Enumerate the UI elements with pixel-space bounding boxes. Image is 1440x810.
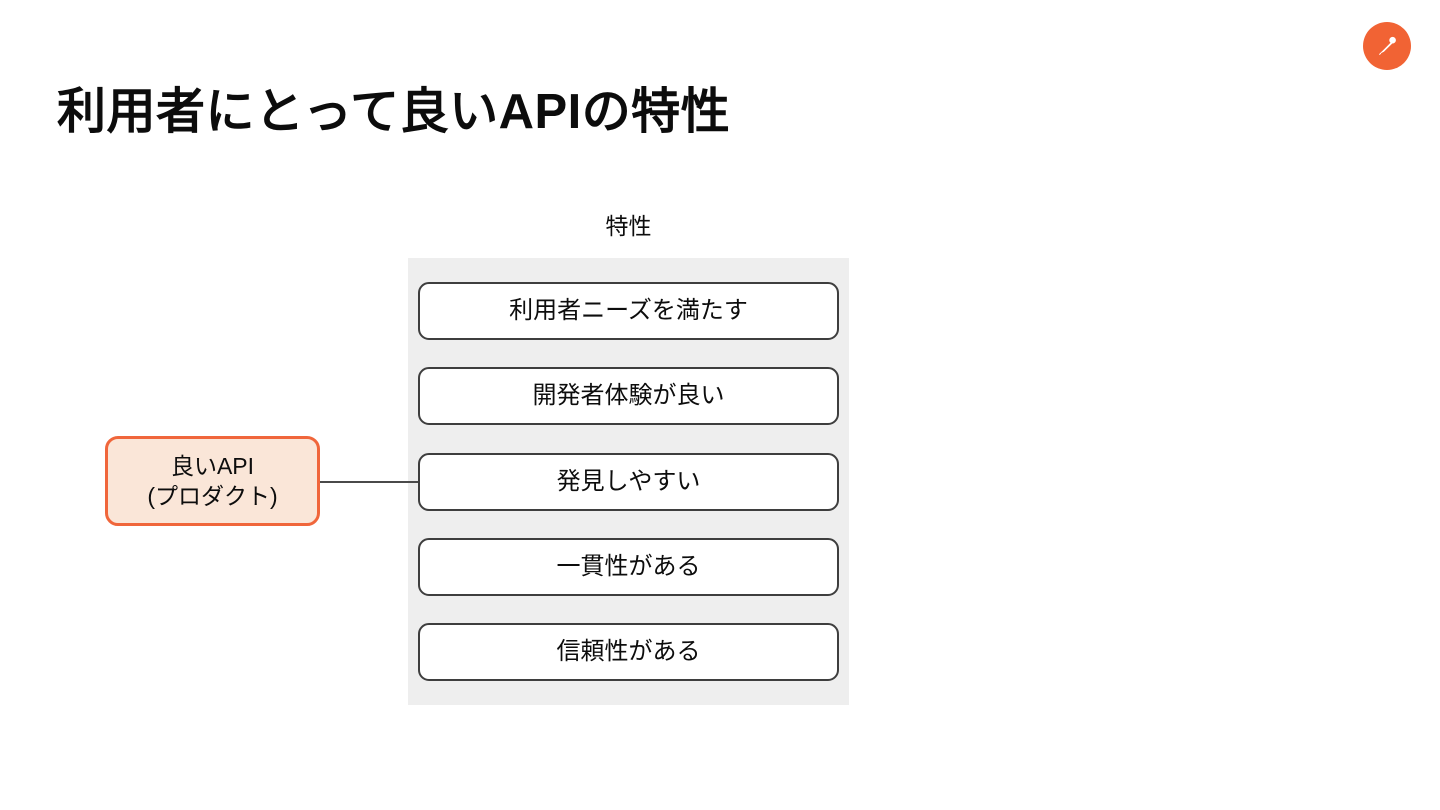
pen-icon bbox=[1374, 33, 1400, 59]
product-node-line1: 良いAPI bbox=[170, 452, 255, 479]
characteristics-panel: 利用者ニーズを満たす 開発者体験が良い 発見しやすい 一貫性がある 信頼性がある bbox=[408, 258, 849, 705]
characteristic-2[interactable]: 開発者体験が良い bbox=[418, 367, 839, 426]
column-header: 特性 bbox=[605, 213, 652, 239]
characteristics-list: 利用者ニーズを満たす 開発者体験が良い 発見しやすい 一貫性がある 信頼性がある bbox=[418, 282, 839, 681]
characteristic-1[interactable]: 利用者ニーズを満たす bbox=[418, 282, 839, 340]
characteristic-3[interactable]: 発見しやすい bbox=[418, 452, 839, 511]
connector-line bbox=[320, 481, 418, 483]
product-node[interactable]: 良いAPI (プロダクト) bbox=[105, 436, 320, 526]
page-title: 利用者にとって良いAPIの特性 bbox=[57, 85, 731, 139]
product-node-line2: (プロダクト) bbox=[147, 483, 278, 509]
characteristic-4[interactable]: 一貫性がある bbox=[418, 537, 839, 596]
pen-badge[interactable] bbox=[1363, 22, 1411, 70]
characteristic-5[interactable]: 信頼性がある bbox=[418, 623, 839, 681]
